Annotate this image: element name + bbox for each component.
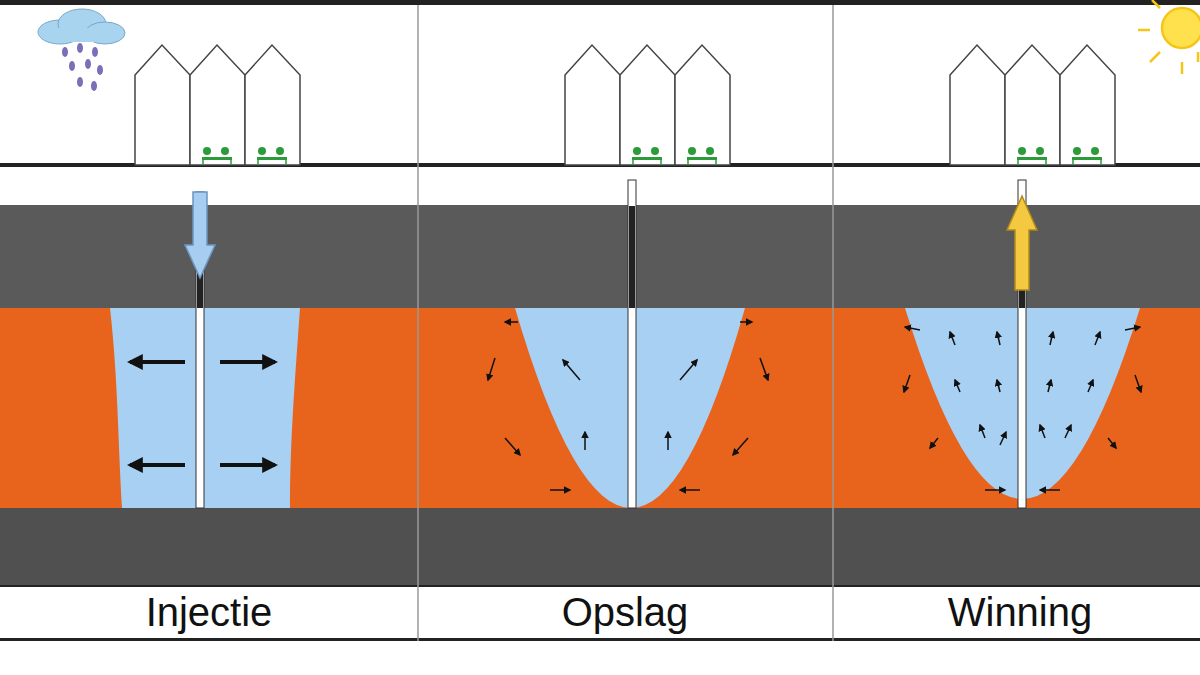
panel-label: Injectie bbox=[146, 590, 273, 634]
panel-label: Opslag bbox=[562, 590, 689, 634]
sun bbox=[1138, 0, 1200, 74]
panel-label: Winning bbox=[948, 590, 1093, 634]
rain-cloud bbox=[38, 9, 125, 91]
